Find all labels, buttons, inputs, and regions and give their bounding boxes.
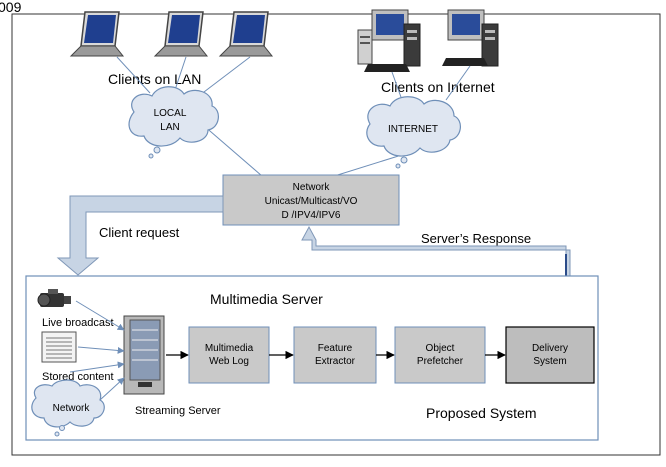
local-lan-cloud: LOCAL LAN [128,86,219,159]
laptop-icon [153,11,209,57]
network-cloud: Network [31,379,105,437]
streaming-server-label: Streaming Server [135,405,221,417]
outer-frame [11,13,661,456]
network-box: Network Unicast/Multicast/VO D /IPV4/IPV… [222,174,400,226]
network-box-line1: Network [293,182,331,193]
pipeline-box-web-log: Multimedia Web Log [188,326,270,384]
pipeline-delivery-system-line2: System [533,356,566,367]
network-cloud-label: Network [53,403,91,414]
document-icon [41,331,77,363]
servers-response-label: Server’s Response [421,231,531,246]
streaming-server-icon [123,315,165,395]
pipeline-web-log-line2: Web Log [209,356,249,367]
proposed-system-label: Proposed System [426,405,537,421]
pipeline-delivery-system-line1: Delivery [532,343,568,354]
pipeline-object-prefetcher-line2: Prefetcher [417,356,464,367]
client-request-arrow [56,195,224,276]
live-broadcast-label: Live broadcast [42,317,114,329]
local-lan-label-line1: LOCAL [154,108,187,119]
clients-on-internet-label: Clients on Internet [381,79,495,95]
multimedia-server-box [25,275,599,441]
video-camera-icon [37,289,71,307]
network-box-line2: Unicast/Multicast/VO [265,196,358,207]
internet-cloud: INTERNET [366,96,461,169]
corner-label: 009 [0,0,22,15]
clients-on-lan-label: Clients on LAN [108,71,201,87]
pipeline-feature-extractor-line1: Feature [318,343,353,354]
pipeline-web-log-line1: Multimedia [205,343,254,354]
pipeline-box-delivery-system: Delivery System [505,326,595,384]
stored-content-label: Stored content [42,371,114,383]
multimedia-server-label: Multimedia Server [210,291,323,307]
network-box-line3: D /IPV4/IPV6 [282,210,341,221]
desktop-computer-icon [442,9,499,67]
local-lan-label-line2: LAN [160,122,179,133]
client-request-label: Client request [99,225,180,240]
laptop-icon [69,11,125,57]
desktop-computer-icon [357,9,421,72]
input-arrows [69,300,125,401]
pipeline-feature-extractor-line2: Extractor [315,356,356,367]
laptop-icon [218,11,274,57]
connection-lines [116,56,471,179]
pipeline-box-object-prefetcher: Object Prefetcher [394,326,486,384]
internet-label: INTERNET [388,124,438,135]
pipeline-object-prefetcher-line1: Object [426,343,455,354]
pipeline-box-feature-extractor: Feature Extractor [293,326,377,384]
